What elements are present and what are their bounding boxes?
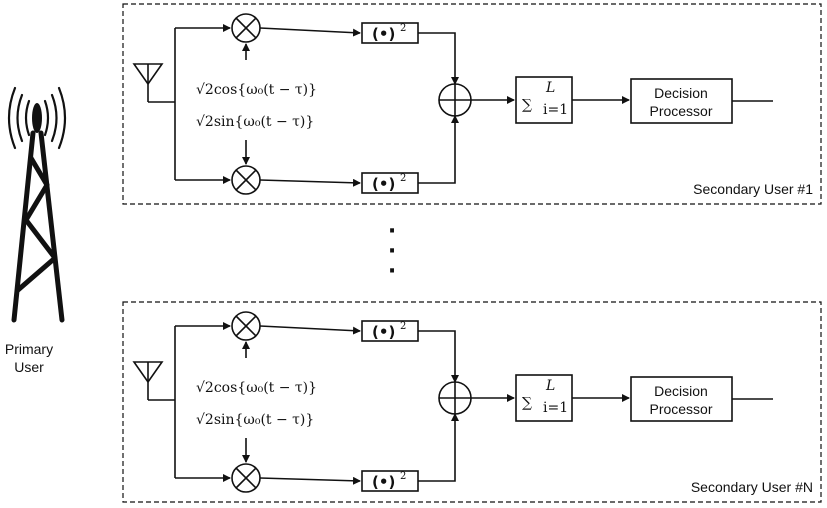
primary-user-tower [7,86,67,323]
primary-user-label-line1: Primary [5,341,53,357]
signal-path [259,325,361,335]
tower-lattice-icon [11,130,65,323]
receiver-antenna-icon [132,63,164,102]
square-block-exponent: 2 [400,321,406,332]
ellipsis-dot: · [388,219,396,244]
signal-path [418,115,459,184]
secondary-user-frame [122,301,822,503]
adder-icon [438,83,472,117]
secondary-user-label: Secondary User #N [691,479,813,495]
sum-lower-limit: i=1 [543,102,568,118]
signal-path [259,476,361,485]
ellipsis-dot: · [388,259,396,284]
adder-icon [438,381,472,415]
secondary-user-block: √2cos{ω₀(t − τ)} √2sin{ω₀(t − τ)} (•) 2 … [122,3,822,205]
square-block-label: (•) [372,25,395,43]
decision-processor-line2: Processor [649,103,712,119]
decision-processor-line2: Processor [649,401,712,417]
multiplier-icon [231,463,261,493]
sum-upper-limit: L [545,378,555,394]
square-block-exponent: 2 [400,471,406,482]
square-block-exponent: 2 [400,173,406,184]
sum-symbol: ∑ [522,97,532,113]
square-block-label: (•) [372,473,395,491]
secondary-user-frame [122,3,822,205]
signal-path [259,178,361,187]
multiplier-icon [231,165,261,195]
secondary-user-block: √2cos{ω₀(t − τ)} √2sin{ω₀(t − τ)} (•) 2 … [122,301,822,503]
cos-signal-label: √2cos{ω₀(t − τ)} [196,380,317,396]
decision-processor-line1: Decision [654,383,708,399]
sin-signal-label: √2sin{ω₀(t − τ)} [196,412,314,428]
tower-antenna-icon [32,103,42,133]
signal-path [418,32,459,85]
signal-path [259,27,361,37]
decision-processor-line1: Decision [654,85,708,101]
square-block-exponent: 2 [400,23,406,34]
square-block-label: (•) [372,323,395,341]
multiplier-icon [231,13,261,43]
sum-upper-limit: L [545,80,555,96]
receiver-antenna-icon [132,361,164,400]
square-block-label: (•) [372,175,395,193]
signal-waves-icon [7,86,67,150]
primary-user-label-line2: User [14,359,44,375]
cos-signal-label: √2cos{ω₀(t − τ)} [196,82,317,98]
secondary-user-label: Secondary User #1 [693,181,813,197]
multiplier-icon [231,311,261,341]
sin-signal-label: √2sin{ω₀(t − τ)} [196,114,314,130]
sum-lower-limit: i=1 [543,400,568,416]
sum-symbol: ∑ [522,395,532,411]
signal-path [418,413,459,482]
ellipsis-dot: · [388,239,396,264]
signal-path [418,330,459,383]
